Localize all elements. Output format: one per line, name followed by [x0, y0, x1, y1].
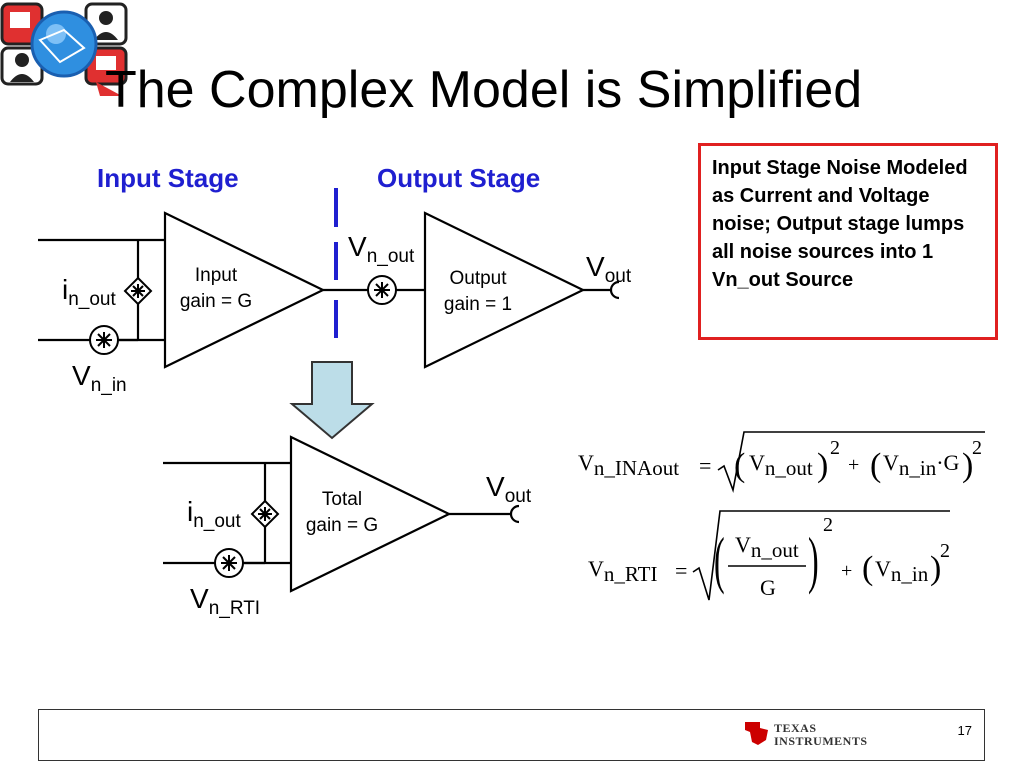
- voltage-noise-source-vin: [89, 325, 119, 355]
- paren-open: (: [870, 447, 882, 484]
- i-n-out-label-bottom: in_out: [187, 496, 241, 532]
- equation-2-exp1: 2: [823, 514, 833, 536]
- paren-open: (: [714, 524, 725, 595]
- current-noise-source-top: [123, 276, 153, 306]
- input-block-label: Input gain = G: [179, 265, 253, 312]
- equation-1-equals: =: [699, 453, 712, 478]
- page-number: 17: [957, 723, 972, 738]
- equation-1-term1: Vn_out: [749, 450, 813, 480]
- equation-2-equals: =: [675, 558, 688, 583]
- v-out-label-top: Vout: [586, 251, 632, 287]
- voltage-noise-source-vrti: [214, 548, 244, 578]
- output-block-label: Output gain = 1: [443, 268, 513, 315]
- voltage-noise-source-vnout: [367, 275, 397, 305]
- total-amplifier-triangle: [289, 435, 452, 593]
- footer-bar: [38, 709, 985, 761]
- equation-2-term2: Vn_in: [875, 556, 929, 586]
- v-n-rti-label: Vn_RTI: [190, 583, 261, 619]
- equation-2-plus: +: [841, 560, 853, 582]
- note-box: Input Stage Noise Modeled as Current and…: [698, 143, 998, 340]
- paren-close: ): [962, 447, 974, 484]
- slide-title: The Complex Model is Simplified: [105, 61, 863, 119]
- v-n-in-label: Vn_in: [72, 360, 127, 396]
- v-out-label-bottom: Vout: [486, 471, 532, 507]
- equation-1-plus: +: [848, 454, 860, 476]
- equation-1-lhs: Vn_INAout: [578, 450, 680, 480]
- i-n-out-label-top: in_out: [62, 274, 116, 310]
- output-stage-label: Output Stage: [377, 163, 541, 193]
- equation-2-numerator: Vn_out: [735, 532, 799, 562]
- equation-2-denominator: G: [760, 575, 776, 600]
- simplify-arrow: [289, 361, 375, 440]
- v-n-out-label: Vn_out: [348, 231, 415, 267]
- sqrt-sign-eq2: [692, 510, 950, 601]
- paren-open: (: [862, 550, 874, 587]
- input-stage-label: Input Stage: [97, 163, 239, 193]
- input-amplifier-triangle: [163, 211, 326, 369]
- sqrt-sign-eq1: [717, 431, 985, 493]
- paren-open: (: [734, 447, 746, 484]
- total-block-label: Total gain = G: [305, 489, 379, 536]
- current-noise-source-bottom: [250, 499, 280, 529]
- paren-close: ): [930, 550, 942, 587]
- equation-1-exp2: 2: [972, 437, 982, 459]
- equation-1-term2: Vn_in·G: [883, 450, 960, 480]
- network-people-icon: [0, 2, 128, 96]
- ti-logo-text: TEXAS INSTRUMENTS: [774, 721, 868, 749]
- paren-close: ): [808, 524, 819, 595]
- equation-2-lhs: Vn_RTI: [588, 556, 658, 586]
- equation-2-exp2: 2: [940, 540, 950, 562]
- equation-1-exp1: 2: [830, 437, 840, 459]
- ti-logo-icon: [745, 722, 768, 745]
- paren-close: ): [817, 447, 829, 484]
